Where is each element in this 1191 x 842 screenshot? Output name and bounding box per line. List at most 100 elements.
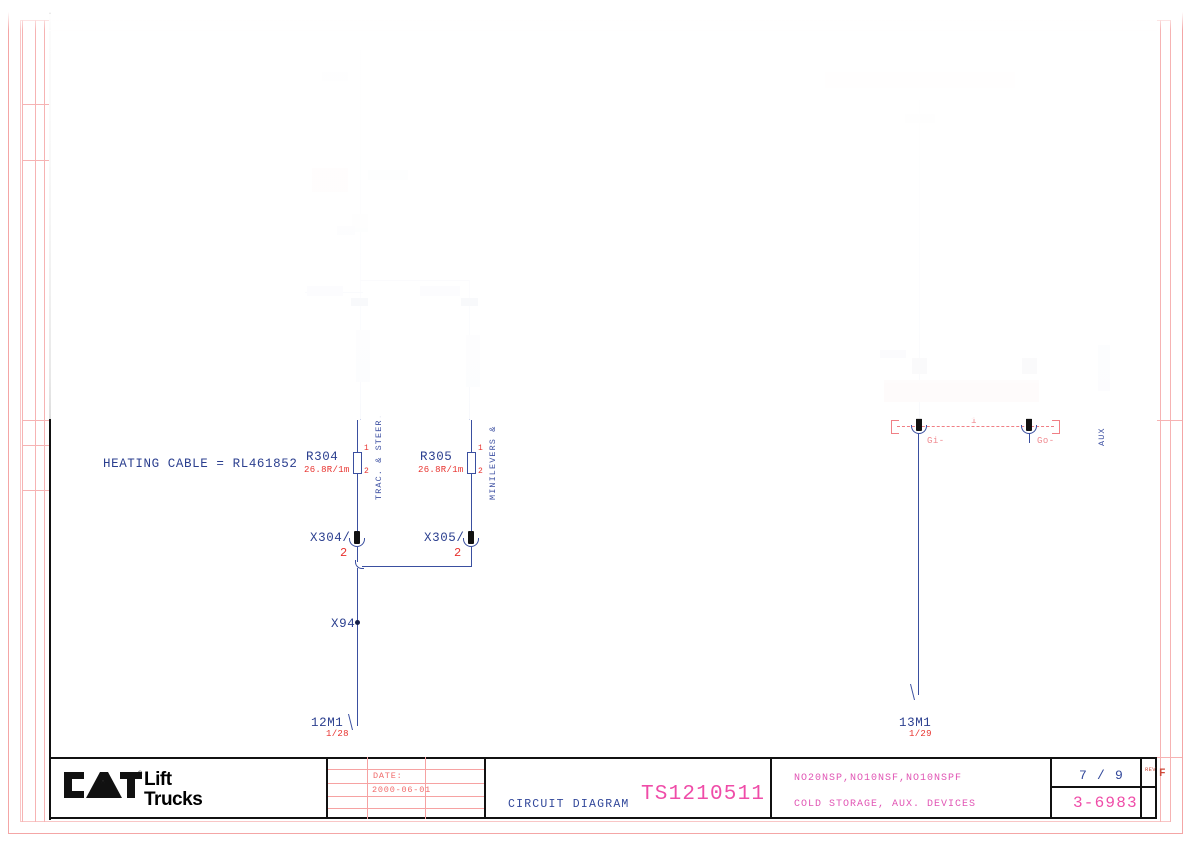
faded-text-block	[307, 286, 343, 296]
title-block: DATE: 2000-06-01 CIRCUIT DIAGRAM TS12105…	[49, 757, 1166, 819]
resistor-r304-designator: R304	[306, 450, 339, 464]
sheet-ref-13m1-sub: 1/29	[909, 729, 932, 739]
sheet-ref-13m1-label: 13M1	[899, 716, 932, 730]
ground-in-label: Gi-	[927, 436, 945, 446]
model-list: NO20NSP,NO10NSF,NO10NSPF	[794, 773, 963, 784]
wire-main-bus-left	[357, 568, 359, 726]
ground-bracket-right	[1052, 420, 1060, 434]
title-block-divider	[1050, 786, 1157, 788]
faded-component-block	[1098, 345, 1110, 391]
faded-text-block	[322, 72, 348, 81]
connector-x304-pin	[354, 531, 360, 544]
date-grid-line	[328, 783, 484, 784]
connector-x304-pin-number: 2	[340, 546, 348, 560]
faded-component-block	[912, 358, 927, 374]
margin-tick	[1157, 420, 1182, 421]
circuit-label-trac-steer: TRAC. & STEER.	[374, 413, 384, 500]
drawing-number: TS1210511	[641, 783, 766, 806]
resistor-r305-symbol	[467, 452, 476, 474]
margin-tick	[49, 30, 1157, 31]
wire-r305-bottom	[471, 474, 473, 532]
title-block-divider	[326, 757, 328, 819]
date-label: DATE:	[373, 771, 403, 781]
faded-component-block	[351, 298, 368, 306]
document-number: 3-6983	[1073, 794, 1138, 812]
ground-out-pin	[1026, 418, 1032, 431]
title-block-divider	[484, 757, 486, 819]
rev-value: F	[1159, 768, 1166, 780]
wire-r304-bottom	[357, 474, 359, 532]
faded-component-block	[356, 330, 370, 382]
logo-text-lift: Lift	[144, 769, 172, 790]
drawing-type-label: CIRCUIT DIAGRAM	[508, 798, 630, 811]
title-block-divider	[770, 757, 772, 819]
connector-x305-pin	[468, 531, 474, 544]
wire-ground-out-stub	[1029, 433, 1031, 443]
wire-r304-top	[357, 420, 359, 453]
junction-x94-dot	[355, 620, 360, 625]
resistor-r305-pin-top: 1	[478, 444, 483, 453]
faded-text-block	[905, 114, 935, 123]
faded-text-block	[880, 350, 906, 358]
wire-main-bus-right	[918, 433, 920, 695]
margin-tick	[35, 20, 36, 822]
margin-tick	[22, 104, 49, 105]
logo-text-trucks: Trucks	[144, 789, 203, 810]
sheet-border-main	[49, 0, 1157, 820]
faded-component-block	[1022, 358, 1037, 374]
rev-label: REV	[1145, 766, 1156, 773]
margin-tick	[22, 445, 49, 446]
circuit-label-aux: AUX	[1097, 427, 1107, 446]
margin-tick	[22, 20, 23, 822]
circuit-label-minilevers: MINILEVERS &	[488, 425, 498, 500]
sheet-description: COLD STORAGE, AUX. DEVICES	[794, 799, 977, 810]
margin-tick	[44, 20, 45, 822]
margin-tick	[22, 160, 49, 161]
margin-tick	[1157, 757, 1182, 758]
heating-cable-note: HEATING CABLE = RL461852	[103, 457, 298, 471]
resistor-r304-symbol	[353, 452, 362, 474]
date-value: 2000-06-01	[372, 785, 432, 795]
margin-tick	[22, 420, 49, 421]
connector-x305-label: X305/	[424, 531, 465, 545]
faded-text-block	[884, 380, 1039, 402]
title-block-frame	[49, 757, 1157, 819]
wire-corner-bend	[355, 560, 364, 569]
wire-x304-down	[357, 547, 359, 562]
faded-text-block	[368, 170, 408, 180]
title-block-divider	[1050, 757, 1052, 819]
resistor-r304-rating: 26.8R/1m	[304, 465, 350, 475]
margin-tick	[22, 490, 49, 491]
wire-junction-horizontal	[362, 566, 472, 568]
sheet-ref-12m1-label: 12M1	[311, 716, 344, 730]
faded-text-block	[825, 72, 1015, 88]
sheet-number: 7 / 9	[1079, 768, 1125, 783]
date-grid-line	[425, 757, 426, 819]
wire-x305-down	[471, 547, 473, 567]
date-grid-line	[367, 757, 368, 819]
junction-x94-label: X94	[331, 617, 356, 631]
ground-in-pin	[916, 418, 922, 431]
title-block-divider	[1140, 757, 1142, 819]
resistor-r305-rating: 26.8R/1m	[418, 465, 464, 475]
faded-text-block	[312, 168, 348, 192]
date-grid-line	[328, 769, 484, 770]
sheet-ref-12m1-sub: 1/28	[326, 729, 349, 739]
connector-x304-label: X304/	[310, 531, 351, 545]
resistor-r305-designator: R305	[420, 450, 453, 464]
cat-wordmark-icon	[64, 772, 142, 798]
date-grid-line	[328, 796, 484, 797]
faded-text-block	[337, 226, 355, 235]
cat-registered-mark: ®	[138, 771, 143, 779]
ground-bracket-label: 1	[971, 416, 977, 426]
date-grid-line	[328, 808, 484, 809]
resistor-r304-pin-top: 1	[364, 444, 369, 453]
margin-tick	[1170, 20, 1171, 822]
faded-text-block	[420, 286, 460, 296]
resistor-r305-pin-bottom: 2	[478, 467, 483, 476]
faded-component-block	[466, 335, 480, 387]
connector-x305-pin-number: 2	[454, 546, 462, 560]
resistor-r304-pin-bottom: 2	[364, 467, 369, 476]
ground-bracket-left	[891, 420, 899, 434]
